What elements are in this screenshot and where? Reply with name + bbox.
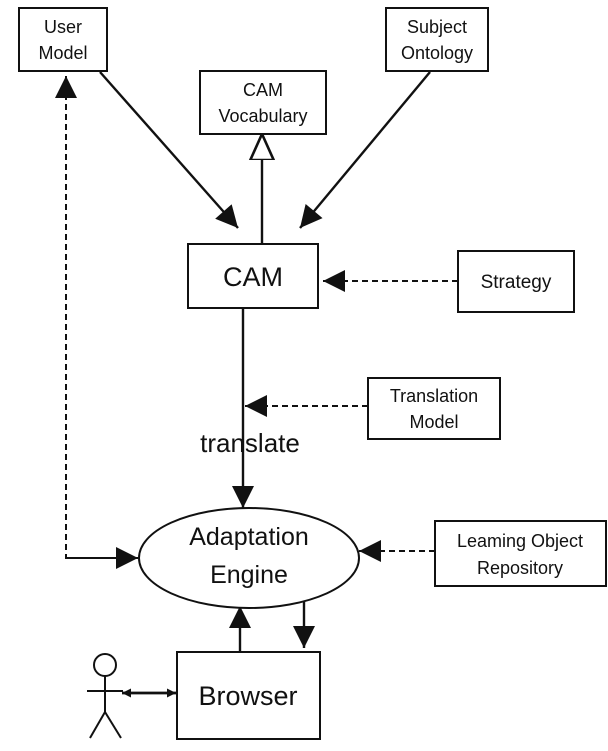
node-cam-vocabulary: CAM Vocabulary [199,70,327,135]
translation-model-label-line1: Translation [390,386,478,406]
node-user-model: User Model [18,7,108,72]
node-subject-ontology: Subject Ontology [385,7,489,72]
strategy-label: Strategy [481,272,552,293]
adaptation-engine-label-line2: Engine [210,561,288,589]
edge-subject-ontology-to-cam [299,71,431,229]
edge-user-model-to-cam [99,71,239,229]
translate-edge-label: translate [200,428,300,458]
learning-object-repository-label-line1: Leaming Object [457,531,583,551]
node-browser: Browser [176,651,321,740]
stick-figure-icon [87,653,123,739]
subject-ontology-label-line2: Ontology [401,43,473,63]
cam-label: CAM [223,262,283,292]
cam-vocabulary-label-line1: CAM [243,80,283,100]
user-model-label-line2: Model [38,43,87,63]
browser-label: Browser [198,681,297,711]
node-learning-object-repository: Leaming Object Repository [434,520,607,587]
node-adaptation-engine: Adaptation Engine [138,507,360,609]
translation-model-label-line2: Model [409,412,458,432]
adaptation-engine-label-line1: Adaptation [189,523,309,551]
learning-object-repository-label-line2: Repository [477,558,563,578]
node-cam: CAM [187,243,319,309]
subject-ontology-label-line1: Subject [407,17,467,37]
edge-adaptation-engine-to-user-model [55,76,138,559]
node-strategy: Strategy [457,250,575,313]
cam-vocabulary-label-line2: Vocabulary [218,106,307,126]
user-model-label-line1: User [44,17,82,37]
node-translation-model: Translation Model [367,377,501,440]
